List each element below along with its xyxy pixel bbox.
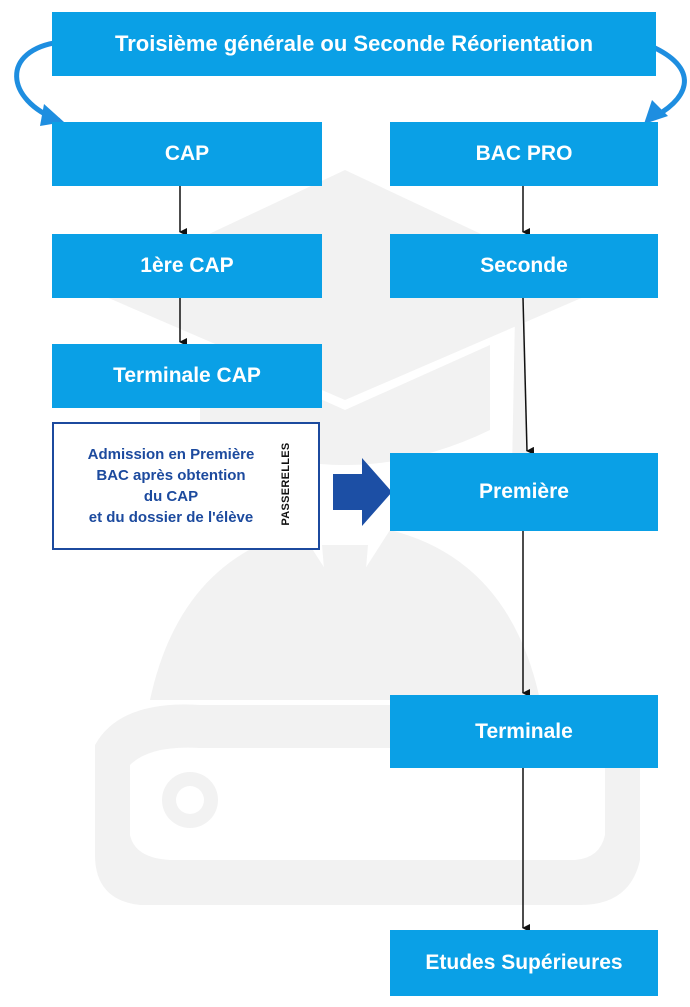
connector-seconde-premiere	[522, 297, 535, 455]
box-seconde-label: Seconde	[480, 254, 568, 277]
box-troisieme-seconde: Troisième générale ou Seconde Réorientat…	[52, 12, 656, 76]
passerelle-text: Admission en Première BAC après obtentio…	[87, 446, 255, 526]
box-terminale: Terminale	[390, 695, 658, 768]
box-bac-pro-label: BAC PRO	[475, 142, 573, 165]
passerelle-box: Admission en Première BAC après obtentio…	[52, 422, 320, 550]
box-terminale-cap-label: Terminale CAP	[113, 364, 261, 387]
box-cap: CAP	[52, 122, 322, 186]
box-bac-pro: BAC PRO	[390, 122, 658, 186]
box-cap-label: CAP	[164, 142, 210, 165]
box-premiere-label: Première	[479, 480, 569, 503]
box-terminale-cap: Terminale CAP	[52, 344, 322, 408]
arrow-right-icon	[333, 458, 392, 526]
box-etudes-superieures: Etudes Supérieures	[390, 930, 658, 996]
box-1ere-cap-label: 1ère CAP	[140, 254, 234, 277]
curved-arrow-left	[14, 39, 63, 123]
box-premiere: Première	[390, 453, 658, 531]
box-troisieme-label: Troisième générale ou Seconde Réorientat…	[114, 31, 594, 56]
passerelle-vertical-label: PASSERELLES	[280, 442, 292, 526]
box-seconde: Seconde	[390, 234, 658, 298]
box-etudes-label: Etudes Supérieures	[425, 951, 623, 974]
box-terminale-label: Terminale	[475, 719, 573, 743]
box-1ere-cap: 1ère CAP	[52, 234, 322, 298]
